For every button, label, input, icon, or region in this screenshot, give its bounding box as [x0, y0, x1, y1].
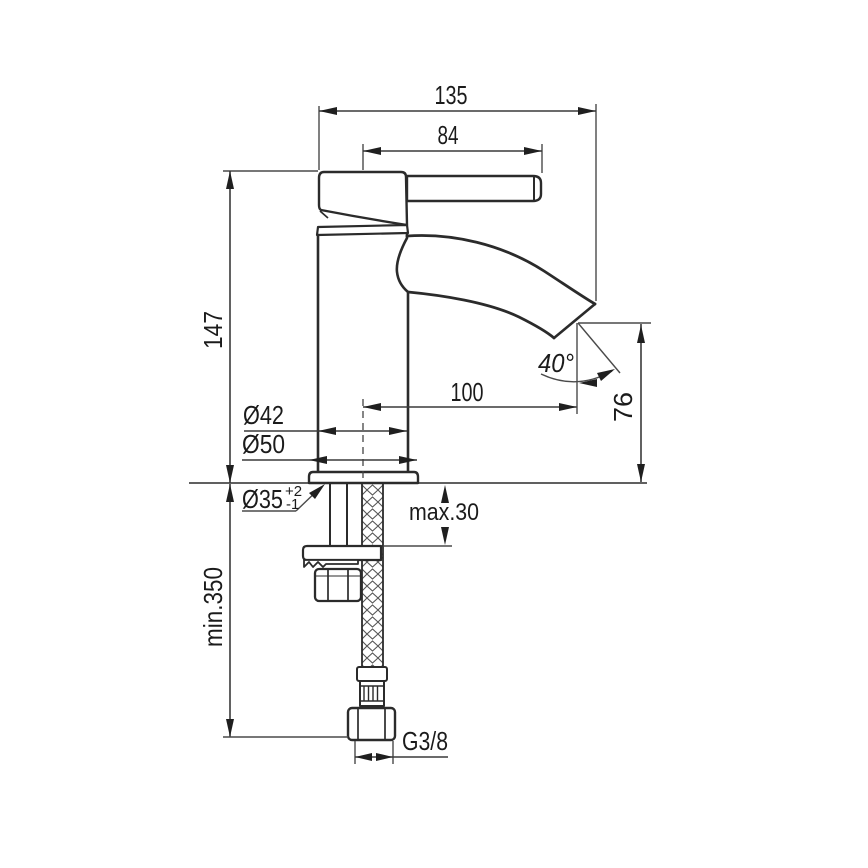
hose-ferrule: [359, 680, 385, 707]
dim-hole-diameter-label: Ø35: [242, 484, 283, 514]
handle-cap: [317, 170, 409, 227]
dim-base-diameter-label: Ø50: [242, 429, 285, 459]
dim-outlet-height-label: 76: [608, 392, 638, 422]
dim-total-width: 135: [318, 80, 597, 301]
faucet-body: [316, 231, 410, 474]
dim-body-diameter-label: Ø42: [243, 400, 284, 430]
threaded-stud: [329, 483, 348, 547]
dim-deck-thickness-label: max.30: [409, 499, 479, 526]
dim-hole-diameter: Ø35 +2 -1: [242, 483, 325, 514]
dim-height-label: 147: [198, 311, 228, 349]
dim-hose-length-label: min.350: [198, 567, 228, 647]
dim-handle-length: 84: [362, 120, 543, 173]
dim-height: 147: [198, 170, 318, 483]
dim-base-diameter: Ø50: [242, 429, 417, 464]
dim-thread-label: G3/8: [402, 726, 448, 756]
dim-outlet-height: 76: [578, 322, 651, 482]
mounting-plate: [301, 544, 383, 562]
dim-spout-reach: 100: [363, 377, 577, 411]
spout: [405, 234, 597, 340]
cartridge-ring: [315, 223, 410, 237]
dim-spout-reach-label: 100: [451, 377, 484, 407]
dim-spout-angle-label: 40°: [538, 348, 574, 378]
dim-thread: G3/8: [354, 726, 448, 764]
dim-spout-angle: 40°: [538, 322, 621, 414]
connection-nut: [346, 706, 397, 742]
under-deck-assembly: [301, 483, 397, 742]
stabilizer-washer: [303, 559, 359, 568]
dim-deck-thickness: max.30: [384, 485, 479, 547]
fixing-hex-nut: [313, 567, 363, 603]
dim-total-width-label: 135: [435, 80, 468, 110]
dim-body-diameter: Ø42: [243, 400, 407, 435]
braided-supply-hose: [361, 483, 384, 670]
faucet-outline: [307, 170, 597, 485]
hose-crimp-collar: [356, 666, 388, 682]
dim-handle-length-label: 84: [438, 120, 459, 150]
dim-hole-tolerance-minus: -1: [286, 496, 299, 513]
dim-hose-length: min.350: [198, 484, 348, 738]
handle-lever: [405, 174, 543, 203]
dim-hole-tolerance-plus: +2: [285, 483, 302, 500]
